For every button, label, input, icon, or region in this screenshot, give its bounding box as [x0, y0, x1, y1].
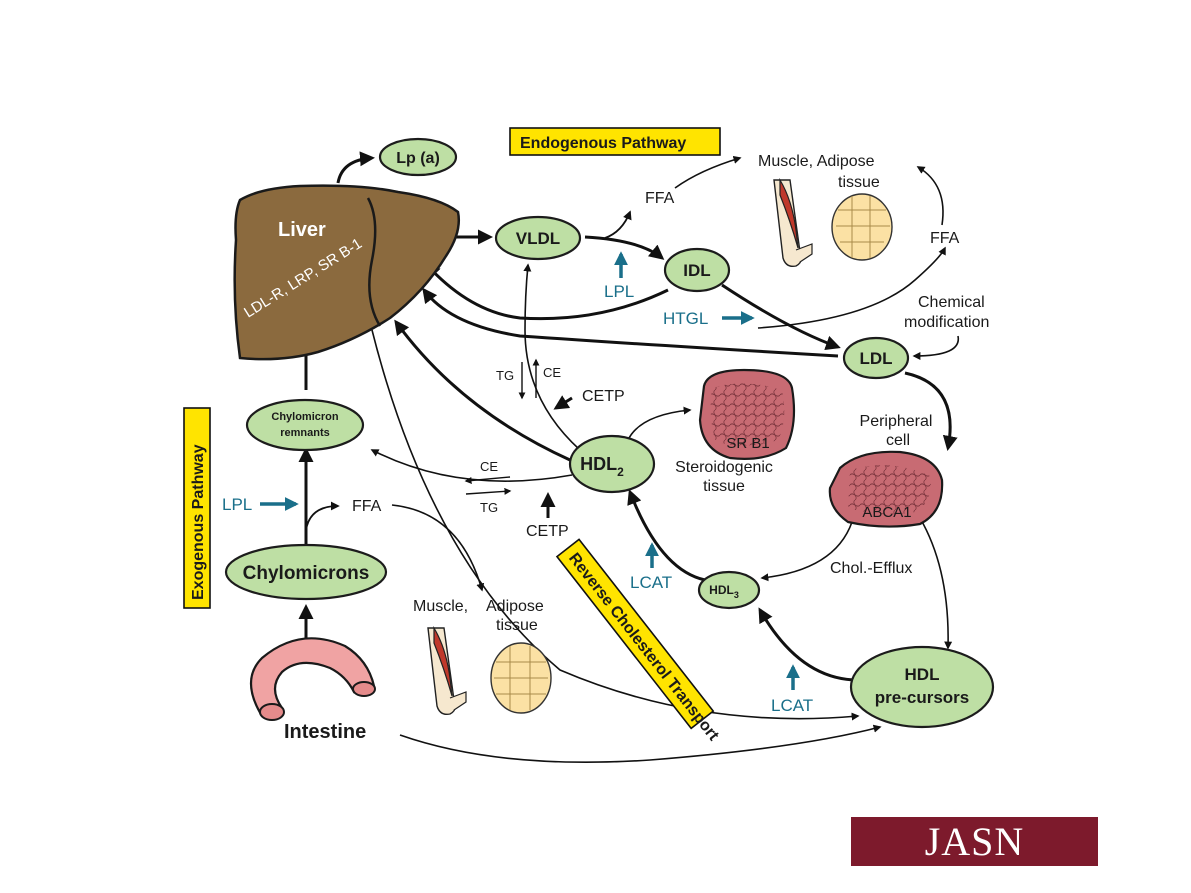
tg-bottom-label: TG [480, 500, 498, 515]
exogenous-pathway-tag: Exogenous Pathway [183, 407, 211, 609]
steroidogenic-label: Steroidogenic [675, 459, 773, 476]
lpl-top-label: LPL [604, 282, 634, 301]
chemical-modification-label: Chemical [918, 294, 985, 311]
muscle-adipose-top-label: Muscle, Adipose [758, 153, 875, 170]
peripheral-cell-label: Peripheral [860, 413, 933, 430]
ffa-bottom-label: FFA [352, 498, 382, 515]
svg-text:Endogenous Pathway: Endogenous Pathway [520, 135, 686, 152]
svg-text:tissue: tissue [703, 478, 745, 495]
tg-top-label: TG [496, 368, 514, 383]
svg-text:HDL3: HDL3 [709, 583, 739, 600]
svg-text:pre-cursors: pre-cursors [875, 688, 969, 707]
chylomicron-remnants-node: Chylomicron remnants [245, 398, 365, 452]
sr-b1-cell: SR B1 Steroidogenic tissue [675, 368, 796, 495]
lpa-node: Lp (a) [378, 137, 458, 177]
svg-text:cell: cell [886, 432, 910, 449]
cetp-top-label: CETP [582, 388, 625, 405]
svg-text:IDL: IDL [683, 261, 710, 280]
svg-text:tissue: tissue [496, 617, 538, 634]
ldl-node: LDL [842, 336, 910, 380]
ce-bottom-label: CE [480, 459, 498, 474]
adipose-icon [831, 193, 893, 261]
abca1-label: ABCA1 [862, 504, 911, 521]
svg-text:Exogenous Pathway: Exogenous Pathway [190, 444, 207, 600]
lpl-left-label: LPL [222, 495, 252, 514]
chylomicrons-node: Chylomicrons [224, 543, 388, 601]
svg-text:VLDL: VLDL [516, 229, 560, 248]
hdl-precursors-node: HDL pre-cursors [849, 645, 995, 729]
ce-top-label: CE [543, 365, 561, 380]
hdl3-node: HDL3 [697, 570, 761, 610]
lcat-bottom-label: LCAT [771, 696, 813, 715]
svg-text:LDL: LDL [859, 349, 892, 368]
connections [298, 151, 959, 763]
endogenous-pathway-tag: Endogenous Pathway [509, 127, 721, 156]
vldl-node: VLDL [494, 215, 582, 261]
hdl2-node: HDL2 [568, 434, 656, 494]
muscle-adipose-bottom-label: Muscle, [413, 598, 468, 615]
liver: Liver LDL-R, LRP, SR B-1 [233, 184, 460, 361]
idl-node: IDL [663, 247, 731, 293]
muscle-adipose-bottom: Muscle, Adipose tissue [413, 598, 552, 716]
svg-text:remnants: remnants [280, 427, 330, 439]
svg-text:Chylomicron: Chylomicron [271, 411, 339, 423]
muscle-icon [427, 625, 467, 716]
adipose-icon [490, 642, 552, 714]
svg-text:Lp (a): Lp (a) [396, 150, 440, 167]
chol-efflux-label: Chol.-Efflux [830, 560, 912, 577]
svg-text:HDL2: HDL2 [580, 454, 624, 479]
liver-label: Liver [278, 219, 326, 241]
htgl-label: HTGL [663, 309, 708, 328]
misc-labels: FFA FFA FFA Chemical modification TG CE … [352, 190, 989, 577]
muscle-icon [773, 177, 813, 268]
svg-text:Chylomicrons: Chylomicrons [243, 563, 370, 584]
ffa-right-label: FFA [930, 230, 960, 247]
cetp-bottom-label: CETP [526, 523, 569, 540]
jasn-logo: JASN [851, 817, 1098, 866]
enzymes: LPL HTGL LPL LCAT LCAT [222, 251, 813, 715]
sr-b1-label: SR B1 [726, 435, 769, 452]
muscle-adipose-top: Muscle, Adipose tissue [758, 153, 893, 268]
ffa-top-label: FFA [645, 190, 675, 207]
svg-text:HDL: HDL [905, 665, 940, 684]
svg-text:tissue: tissue [838, 174, 880, 191]
lcat-mid-label: LCAT [630, 573, 672, 592]
reverse-cholesterol-transport-tag: Reverse Cholesterol Transport [555, 538, 722, 745]
svg-text:Adipose: Adipose [486, 598, 544, 615]
svg-text:modification: modification [904, 314, 989, 331]
jasn-logo-text: JASN [924, 818, 1025, 864]
intestine: Intestine [250, 637, 376, 743]
peripheral-cell: Peripheral cell ABCA1 [828, 413, 944, 528]
intestine-label: Intestine [284, 721, 366, 743]
